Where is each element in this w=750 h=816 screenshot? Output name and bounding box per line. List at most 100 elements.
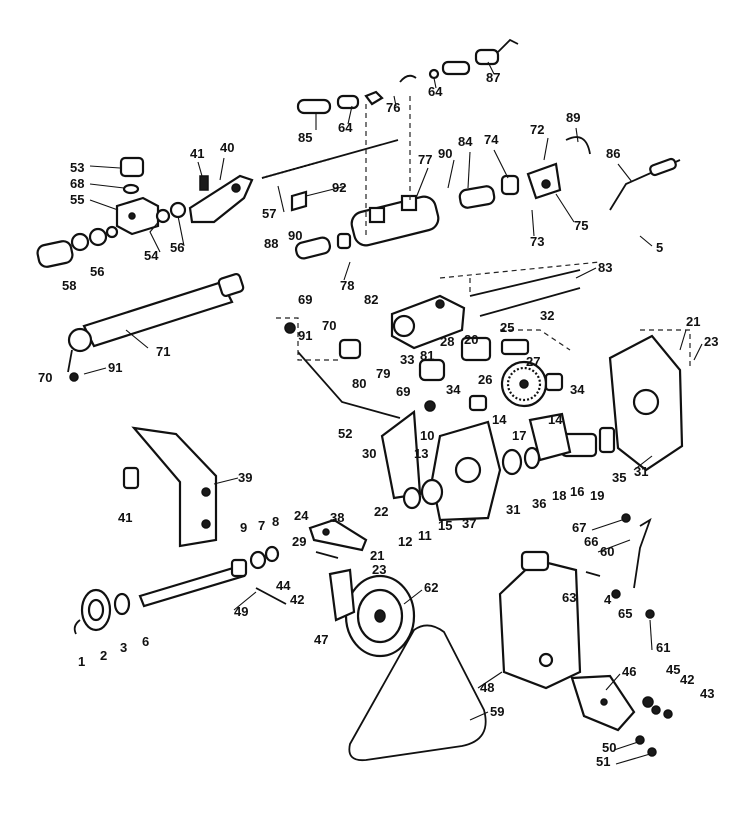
label-46: 46 bbox=[622, 664, 636, 679]
rod-60 bbox=[633, 517, 655, 619]
hose-87-assembly bbox=[428, 38, 519, 80]
label-16: 16 bbox=[570, 484, 584, 499]
label-41a: 41 bbox=[190, 146, 204, 161]
label-28: 28 bbox=[440, 334, 454, 349]
label-69b: 69 bbox=[396, 384, 410, 399]
washers-7-8 bbox=[249, 545, 280, 570]
label-34b: 34 bbox=[570, 382, 585, 397]
label-83: 83 bbox=[598, 260, 612, 275]
label-63: 63 bbox=[562, 590, 576, 605]
seals-36-18 bbox=[501, 446, 541, 476]
bolts-63-4-65 bbox=[585, 513, 631, 599]
belt-59 bbox=[348, 624, 487, 762]
label-81: 81 bbox=[420, 348, 434, 363]
label-38: 38 bbox=[330, 510, 344, 525]
dots-69 bbox=[284, 322, 436, 412]
seals-37-15 bbox=[402, 478, 444, 510]
label-41b: 41 bbox=[118, 510, 132, 525]
label-13: 13 bbox=[414, 446, 428, 461]
label-68: 68 bbox=[70, 176, 84, 191]
label-47: 47 bbox=[314, 632, 328, 647]
gear-20-cluster bbox=[418, 336, 530, 382]
label-34a: 34 bbox=[446, 382, 461, 397]
housing-16 bbox=[528, 412, 572, 462]
label-12: 12 bbox=[398, 534, 412, 549]
label-49: 49 bbox=[234, 604, 248, 619]
label-70b: 70 bbox=[38, 370, 52, 385]
label-72: 72 bbox=[530, 122, 544, 137]
label-32: 32 bbox=[540, 308, 554, 323]
label-20: 20 bbox=[464, 332, 478, 347]
label-86: 86 bbox=[606, 146, 620, 161]
label-11: 11 bbox=[418, 528, 432, 543]
sleeve-58 bbox=[36, 240, 74, 268]
pump-head-81 bbox=[390, 294, 466, 350]
label-18: 18 bbox=[552, 488, 566, 503]
label-31a: 31 bbox=[634, 464, 648, 479]
bracket-46 bbox=[570, 674, 636, 732]
clamp-89 bbox=[565, 136, 591, 155]
label-40: 40 bbox=[220, 140, 234, 155]
label-62: 62 bbox=[424, 580, 438, 595]
label-30: 30 bbox=[362, 446, 376, 461]
label-37: 37 bbox=[462, 516, 476, 531]
label-75: 75 bbox=[574, 218, 588, 233]
callout-labels: 1 2 3 4 5 6 7 8 9 10 11 12 13 14 14 15 1… bbox=[38, 70, 718, 769]
threaded-rod-57 bbox=[261, 139, 399, 179]
block-55 bbox=[115, 196, 160, 236]
lines-83 bbox=[439, 261, 601, 317]
label-66: 66 bbox=[584, 534, 598, 549]
bushings-34 bbox=[468, 372, 564, 412]
washer-68 bbox=[122, 183, 140, 195]
label-87: 87 bbox=[486, 70, 500, 85]
label-36: 36 bbox=[532, 496, 546, 511]
bracket-40 bbox=[188, 174, 254, 224]
pulley-62 bbox=[344, 574, 416, 658]
label-35: 35 bbox=[612, 470, 626, 485]
label-5: 5 bbox=[656, 240, 663, 255]
label-39: 39 bbox=[238, 470, 252, 485]
label-67: 67 bbox=[572, 520, 586, 535]
label-21b: 21 bbox=[370, 548, 384, 563]
label-55: 55 bbox=[70, 192, 84, 207]
label-3: 3 bbox=[120, 640, 127, 655]
hose-84 bbox=[458, 174, 520, 209]
label-42b: 42 bbox=[680, 672, 694, 687]
fitting-80 bbox=[338, 338, 362, 360]
label-26: 26 bbox=[478, 372, 492, 387]
label-31b: 31 bbox=[506, 502, 520, 517]
label-1: 1 bbox=[78, 654, 85, 669]
reference-dashes bbox=[276, 96, 691, 370]
bracket-47 bbox=[328, 568, 356, 622]
label-91a: 91 bbox=[298, 328, 312, 343]
label-64a: 64 bbox=[428, 84, 443, 99]
label-4: 4 bbox=[604, 592, 612, 607]
ring-1 bbox=[73, 619, 81, 635]
label-78: 78 bbox=[340, 278, 354, 293]
label-43: 43 bbox=[700, 686, 714, 701]
label-90a: 90 bbox=[438, 146, 452, 161]
label-84: 84 bbox=[458, 134, 473, 149]
label-71: 71 bbox=[156, 344, 170, 359]
label-27: 27 bbox=[526, 354, 540, 369]
label-89: 89 bbox=[566, 110, 580, 125]
bolt-49 bbox=[255, 587, 287, 605]
label-77: 77 bbox=[418, 152, 432, 167]
label-21a: 21 bbox=[686, 314, 700, 329]
label-70a: 70 bbox=[322, 318, 336, 333]
label-53: 53 bbox=[70, 160, 84, 175]
label-69a: 69 bbox=[298, 292, 312, 307]
label-59: 59 bbox=[490, 704, 504, 719]
label-51: 51 bbox=[596, 754, 610, 769]
nuts-56 bbox=[70, 201, 187, 252]
bolt-29 bbox=[315, 551, 339, 559]
label-52: 52 bbox=[338, 426, 352, 441]
label-42a: 42 bbox=[290, 592, 304, 607]
cylinder-71 bbox=[67, 272, 245, 382]
label-73: 73 bbox=[530, 234, 544, 249]
clip-92 bbox=[290, 190, 308, 212]
label-6: 6 bbox=[142, 634, 149, 649]
label-91b: 91 bbox=[108, 360, 122, 375]
label-82: 82 bbox=[364, 292, 378, 307]
label-76: 76 bbox=[386, 100, 400, 115]
